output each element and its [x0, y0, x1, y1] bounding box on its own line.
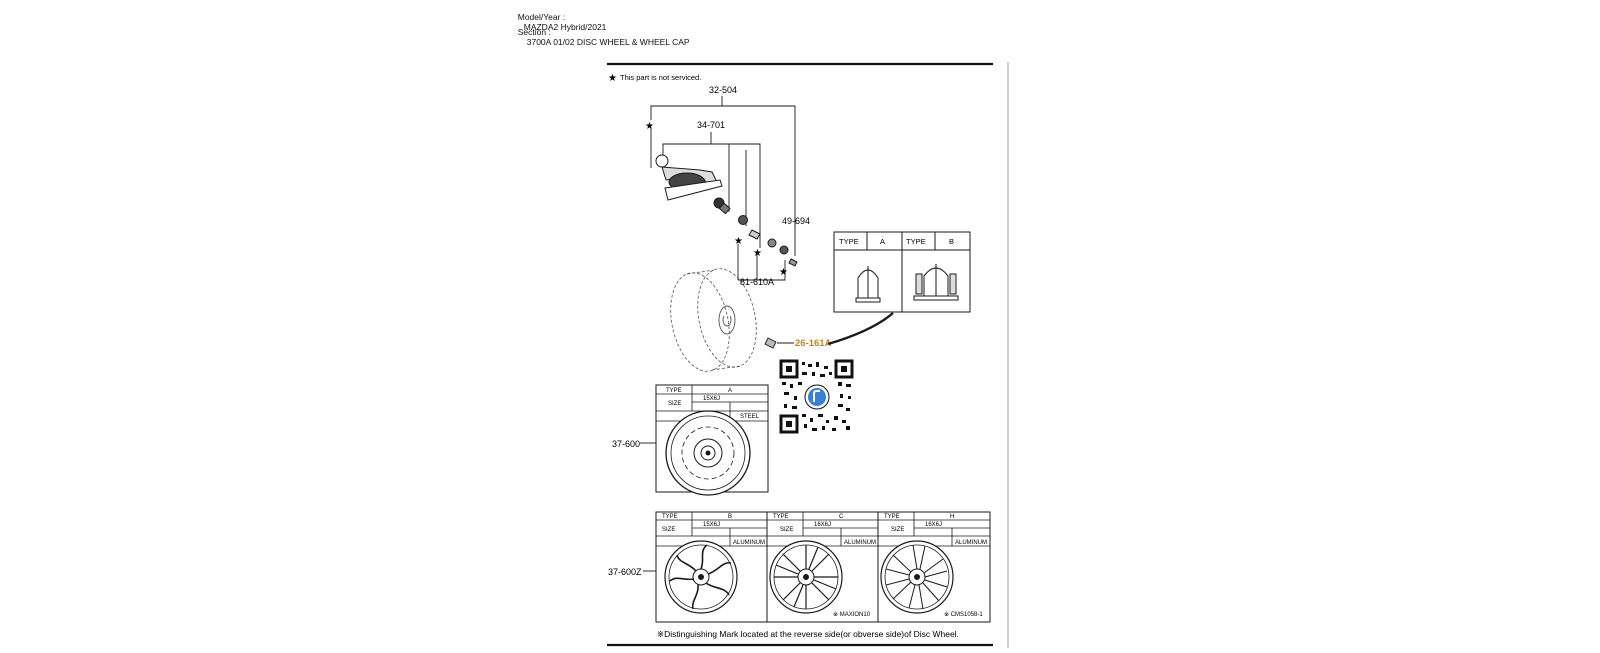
star-icon: ★	[734, 236, 743, 247]
alloy-b-material: ALUMINUM	[733, 540, 765, 546]
qr-code-icon	[779, 359, 854, 434]
nut-type-label-a: TYPE	[839, 237, 859, 246]
steel-type-value: A	[728, 388, 732, 394]
steel-wheel-table: TYPE A SIZE 15X6J STEEL	[655, 384, 769, 496]
nut-type-table: TYPE A TYPE B	[833, 231, 971, 313]
section-value: 3700A 01/02 DISC WHEEL & WHEEL CAP	[526, 37, 690, 47]
steel-material: STEEL	[740, 414, 760, 420]
alloy-wheel-b-icon	[664, 540, 738, 614]
alloy-b-size-value: 15X6J	[703, 522, 720, 528]
alloy-b-size-label: SIZE	[662, 527, 675, 533]
alloy-h-type-label: TYPE	[884, 514, 900, 520]
note-star-icon: ★	[608, 73, 617, 84]
label-81-610a: 81-610A	[740, 277, 774, 287]
label-34-701: 34-701	[697, 120, 725, 130]
alloy-c-size-value: 16X6J	[814, 522, 831, 528]
leader-lines	[650, 96, 796, 281]
model-year-line: Model/Year : MAZDA2 Hybrid/2021	[513, 2, 607, 32]
not-serviced-note: This part is not serviced.	[620, 73, 701, 82]
alloy-b-type-label: TYPE	[662, 514, 678, 520]
tpms-sensor-icon	[655, 154, 723, 201]
star-icon: ★	[779, 267, 788, 278]
model-year-label: Model/Year :	[517, 12, 566, 22]
alloy-wheel-h-icon	[880, 540, 954, 614]
alloy-b-type-value: B	[728, 514, 732, 520]
alloy-c-size-label: SIZE	[780, 527, 793, 533]
alloy-h-size-value: 16X6J	[925, 522, 942, 528]
section-line: Section : 3700A 01/02 DISC WHEEL & WHEEL…	[513, 17, 690, 47]
valve-stem-icon	[713, 197, 798, 267]
alloy-h-mark: ※ CMS1058-1	[944, 611, 983, 618]
alloy-h-type-value: H	[950, 514, 954, 520]
nut-type-value-a: A	[880, 237, 885, 246]
alloy-c-type-value: C	[839, 514, 844, 520]
label-49-694: 49-694	[782, 216, 810, 226]
alloy-h-material: ALUMINUM	[955, 540, 987, 546]
distinguishing-mark-footnote: ※Distinguishing Mark located at the reve…	[657, 629, 959, 639]
lug-nut-icon	[764, 312, 894, 349]
nut-type-value-b: B	[949, 237, 954, 246]
hub-icon	[718, 305, 736, 335]
alloy-c-mark: ※ MAXION10	[833, 611, 871, 618]
label-26-161a: 26-161A	[795, 338, 832, 349]
label-37-600: 37-600	[612, 439, 640, 449]
steel-size-value: 15X6J	[703, 396, 720, 402]
star-icon: ★	[645, 121, 654, 132]
alloy-c-type-label: TYPE	[773, 514, 789, 520]
section-label: Section :	[517, 27, 551, 37]
label-32-504: 32-504	[709, 85, 737, 95]
flange-nut-icon	[913, 264, 959, 301]
label-37-600z: 37-600Z	[608, 567, 642, 577]
model-year-value: MAZDA2 Hybrid/2021	[523, 22, 607, 32]
nut-type-label-b: TYPE	[906, 237, 926, 246]
alloy-h-size-label: SIZE	[891, 527, 904, 533]
steel-size-label: SIZE	[668, 401, 681, 407]
alloy-wheel-table: TYPE B SIZE 15X6J ALUMINUM TYPE C SIZE 1…	[655, 511, 991, 623]
alloy-c-material: ALUMINUM	[844, 540, 876, 546]
wheel-rim-sketch	[670, 268, 757, 372]
steel-type-label: TYPE	[666, 388, 682, 394]
steel-wheel-icon	[665, 410, 751, 496]
acorn-nut-icon	[855, 266, 881, 303]
alloy-wheel-c-icon	[769, 540, 843, 614]
star-icon: ★	[753, 248, 762, 259]
